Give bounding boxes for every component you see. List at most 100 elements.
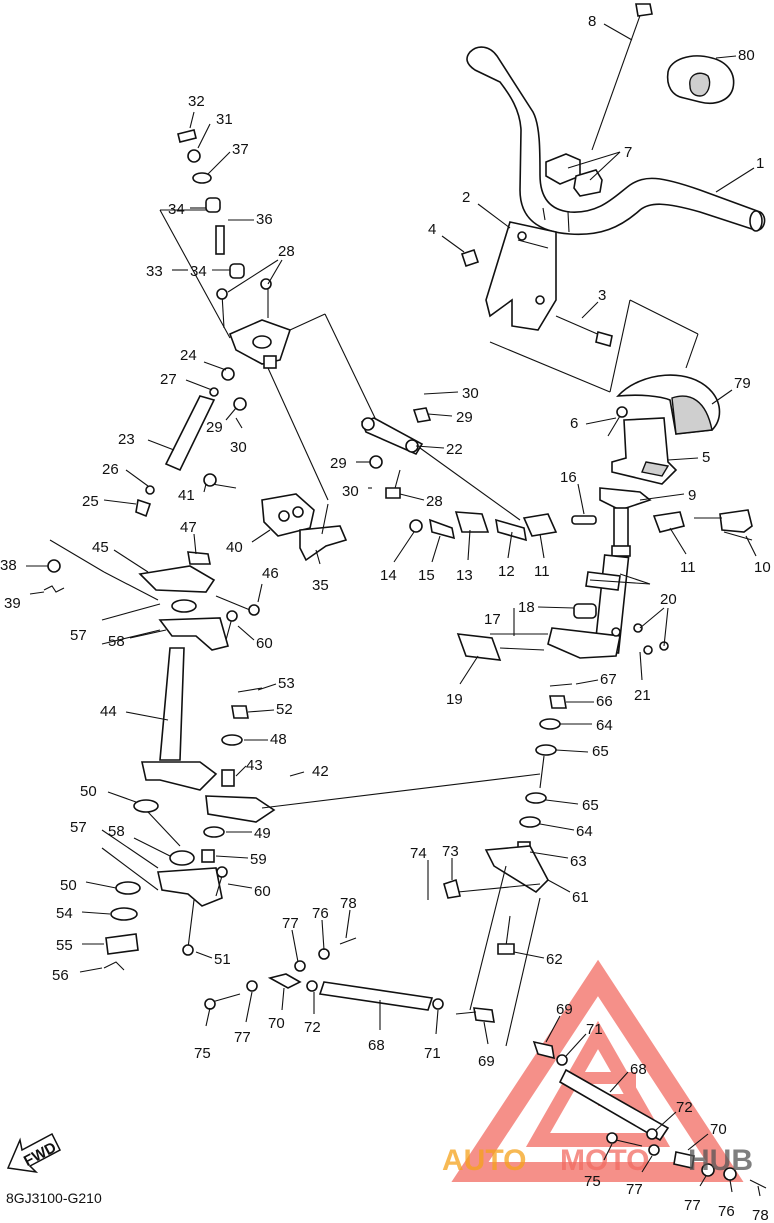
right-lower-group: [427, 683, 573, 955]
callout: 74: [410, 845, 427, 862]
callout: 57: [70, 627, 87, 644]
callout: 70: [710, 1121, 727, 1138]
callout: 69: [478, 1053, 495, 1070]
callout: 78: [340, 895, 357, 912]
callout: 68: [368, 1037, 385, 1054]
callout: 50: [80, 783, 97, 800]
callout: 75: [194, 1045, 211, 1062]
callout: 31: [216, 111, 233, 128]
callout: 3: [598, 287, 606, 304]
callout: 51: [214, 951, 231, 968]
callout: 12: [498, 563, 515, 580]
callout: 21: [634, 687, 651, 704]
callout: 5: [702, 449, 710, 466]
callout: 17: [484, 611, 501, 628]
callout: 30: [230, 439, 247, 456]
callout: 34: [190, 263, 207, 280]
callout: 41: [178, 487, 195, 504]
callout: 73: [442, 843, 459, 860]
callout: 32: [188, 93, 205, 110]
callout: 58: [108, 823, 125, 840]
callout: 28: [426, 493, 443, 510]
callout: 34: [168, 201, 185, 218]
callout: 47: [180, 519, 197, 536]
callout: 57: [70, 819, 87, 836]
callout: 2: [462, 189, 470, 206]
watermark-logo: [451, 959, 744, 1182]
callout: 67: [600, 671, 617, 688]
handlebar-cover-80: [666, 55, 735, 104]
callout: 76: [312, 905, 329, 922]
fwd-arrow-icon: FWD: [6, 1132, 61, 1174]
callout: 65: [592, 743, 609, 760]
callout: 71: [586, 1021, 603, 1038]
callout: 50: [60, 877, 77, 894]
callout: 28: [278, 243, 295, 260]
callout: 77: [626, 1181, 643, 1198]
callout: 38: [0, 557, 17, 574]
callout: 75: [584, 1173, 601, 1190]
callout: 11: [680, 559, 696, 576]
watermark-text: AUTO MOTO HUB: [442, 1144, 753, 1177]
callout-labels: 8 80 1 7 2 4 3 79 6 5 9 16 10 11 11 12 1…: [0, 13, 771, 1223]
callout: 1: [756, 155, 764, 172]
tie-rod-group: [204, 865, 767, 1189]
callout: 24: [180, 347, 197, 364]
callout: 58: [108, 633, 125, 650]
callout: 46: [262, 565, 279, 582]
callout: 16: [560, 469, 577, 486]
callout: 44: [100, 703, 117, 720]
callout: 76: [718, 1203, 735, 1220]
callout: 71: [424, 1045, 441, 1062]
svg-text:HUB: HUB: [688, 1144, 753, 1177]
callout: 53: [278, 675, 295, 692]
callout: 23: [118, 431, 135, 448]
callout: 35: [312, 577, 329, 594]
callout: 15: [418, 567, 435, 584]
callout: 40: [226, 539, 243, 556]
callout: 42: [312, 763, 329, 780]
callout: 72: [304, 1019, 321, 1036]
callout: 52: [276, 701, 293, 718]
callout: 62: [546, 951, 563, 968]
callout: 48: [270, 731, 287, 748]
diagram-code: 8GJ3100-G210: [6, 1190, 102, 1206]
callout: 77: [234, 1029, 251, 1046]
callout: 13: [456, 567, 473, 584]
svg-text:AUTO: AUTO: [442, 1144, 526, 1177]
callout: 64: [596, 717, 613, 734]
callout: 22: [446, 441, 463, 458]
callout: 33: [146, 263, 163, 280]
callout: 29: [456, 409, 473, 426]
callout: 37: [232, 141, 249, 158]
main-shaft-group: [101, 599, 541, 971]
callout: 43: [246, 757, 263, 774]
callout: 69: [556, 1001, 573, 1018]
callout: 49: [254, 825, 271, 842]
callout: 64: [576, 823, 593, 840]
upper-left-group: [43, 129, 521, 616]
callout: 61: [572, 889, 589, 906]
callout: 18: [518, 599, 535, 616]
callout: 29: [206, 419, 223, 436]
callout: 14: [380, 567, 397, 584]
callout: 9: [688, 487, 696, 504]
callout: 60: [256, 635, 273, 652]
callout: 11: [534, 563, 550, 580]
callout: 8: [588, 13, 596, 30]
callout: 25: [82, 493, 99, 510]
callout: 30: [462, 385, 479, 402]
callout: 39: [4, 595, 21, 612]
callout: 70: [268, 1015, 285, 1032]
callout: 77: [684, 1197, 701, 1214]
callout: 54: [56, 905, 73, 922]
callout: 68: [630, 1061, 647, 1078]
callout: 60: [254, 883, 271, 900]
callout: 77: [282, 915, 299, 932]
callout: 65: [582, 797, 599, 814]
svg-text:MOTO: MOTO: [560, 1144, 649, 1177]
callout: 63: [570, 853, 587, 870]
callout: 79: [734, 375, 751, 392]
callout: 4: [428, 221, 436, 238]
